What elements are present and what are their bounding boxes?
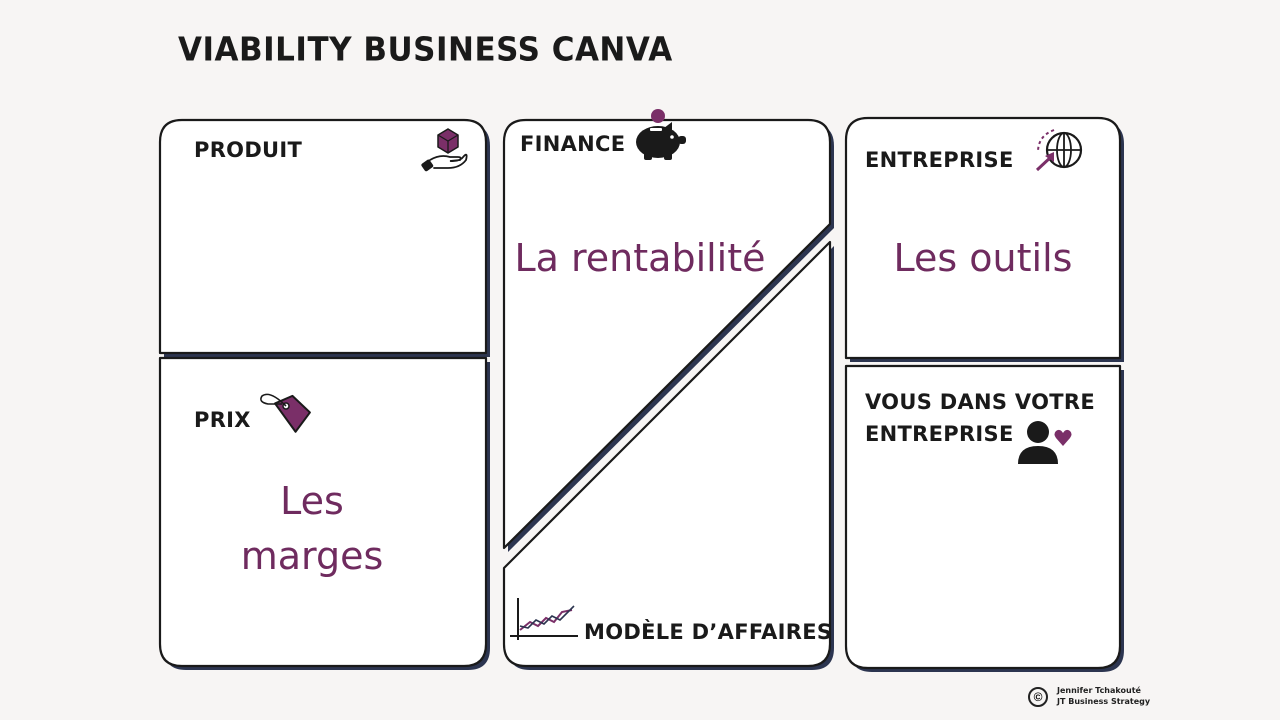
page-title: VIABILITY BUSINESS CANVA bbox=[178, 31, 673, 69]
credit-name: Jennifer Tchakouté bbox=[1057, 686, 1141, 695]
produit-label: PRODUIT bbox=[194, 138, 303, 162]
vous-label-line1: VOUS DANS VOTRE bbox=[865, 390, 1095, 414]
entreprise-label: ENTREPRISE bbox=[865, 148, 1014, 172]
piggy-bank-icon bbox=[636, 109, 686, 160]
hand-cube-icon bbox=[421, 128, 468, 172]
credit: Jennifer Tchakouté JT Business Strategy bbox=[1057, 686, 1150, 708]
prix-label: PRIX bbox=[194, 408, 251, 432]
entreprise-box bbox=[844, 116, 1122, 360]
modele-label: MODÈLE D’AFFAIRES bbox=[584, 620, 833, 644]
price-tag-icon bbox=[260, 393, 311, 433]
modele-box bbox=[502, 240, 832, 668]
globe-arrow-icon bbox=[1035, 129, 1083, 172]
prix-text-line2: marges bbox=[240, 534, 384, 578]
vous-box bbox=[844, 364, 1122, 670]
produit-box bbox=[158, 118, 488, 355]
finance-label: FINANCE bbox=[520, 132, 626, 156]
line-chart-icon bbox=[510, 598, 578, 640]
entreprise-text: Les outils bbox=[893, 236, 1073, 280]
prix-box bbox=[158, 356, 488, 668]
finance-box bbox=[502, 118, 832, 550]
credit-company: JT Business Strategy bbox=[1057, 696, 1151, 706]
vous-label-line2: ENTREPRISE bbox=[865, 422, 1014, 446]
finance-text: La rentabilité bbox=[514, 236, 766, 280]
person-heart-icon bbox=[1018, 421, 1072, 464]
prix-text-line1: Les bbox=[280, 479, 344, 523]
copyright-icon: © bbox=[1028, 687, 1048, 707]
